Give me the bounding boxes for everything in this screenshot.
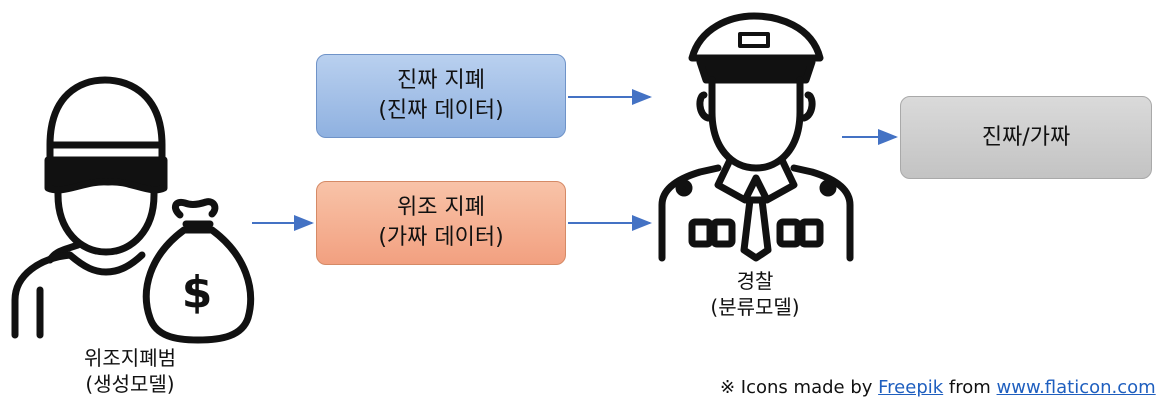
police-label: 경찰 [736, 269, 774, 293]
police-model-label: (분류모델) [710, 295, 800, 319]
real-note-title: 진짜 지폐 [397, 68, 485, 93]
icon-credit: ※ Icons made by Freepik from www.flatico… [720, 377, 1156, 398]
real-note-box: 진짜 지폐 (진짜 데이터) [316, 54, 566, 138]
thief-icon [11, 76, 168, 339]
counterfeiter-model-label: (생성모델) [85, 372, 175, 396]
fake-note-title: 위조 지폐 [397, 195, 485, 220]
money-bag-icon [142, 198, 255, 344]
result-box: 진짜/가짜 [900, 96, 1152, 179]
freepik-link[interactable]: Freepik [878, 377, 944, 398]
flaticon-link[interactable]: www.flaticon.com [996, 377, 1156, 398]
counterfeiter-caption: 위조지폐범 (생성모델) [30, 345, 230, 397]
dollar-sign-icon: $ [182, 267, 213, 318]
credit-prefix: ※ Icons made by [720, 377, 879, 398]
police-officer-icon [658, 12, 854, 262]
real-note-subtitle: (진짜 데이터) [378, 98, 504, 123]
credit-middle: from [943, 377, 997, 398]
police-caption: 경찰 (분류모델) [655, 268, 855, 320]
result-label: 진짜/가짜 [981, 124, 1071, 150]
fake-note-box: 위조 지폐 (가짜 데이터) [316, 181, 566, 265]
counterfeiter-label: 위조지폐범 [84, 346, 176, 370]
fake-note-subtitle: (가짜 데이터) [378, 225, 504, 250]
